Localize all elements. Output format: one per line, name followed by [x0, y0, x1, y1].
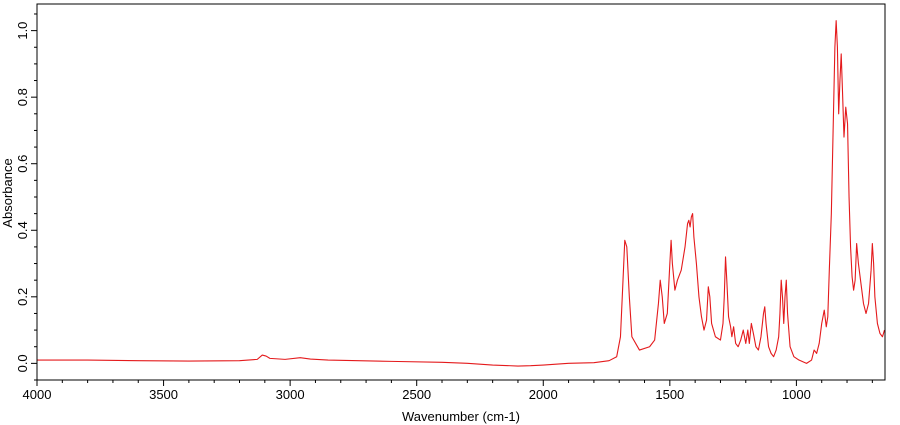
x-tick-label: 2500 — [402, 387, 431, 402]
x-axis-title: Wavenumber (cm-1) — [402, 409, 520, 424]
y-tick-label: 0.4 — [15, 221, 30, 239]
y-axis: 0.0 0.2 0.4 0.6 0.8 1.0 — [15, 13, 37, 381]
x-tick-label: 4000 — [23, 387, 52, 402]
x-tick-label: 3500 — [149, 387, 178, 402]
y-tick-label: 0.8 — [15, 88, 30, 106]
y-tick-label: 0.0 — [15, 354, 30, 372]
x-tick-label: 2000 — [529, 387, 558, 402]
y-tick-label: 1.0 — [15, 22, 30, 40]
y-tick-label: 0.6 — [15, 155, 30, 173]
y-tick-label: 0.2 — [15, 288, 30, 306]
x-tick-label: 3000 — [276, 387, 305, 402]
x-tick-label: 1500 — [655, 387, 684, 402]
x-tick-label: 1000 — [782, 387, 811, 402]
spectrum-series-line — [37, 20, 886, 367]
x-axis: 4000 3500 3000 2500 2000 1500 1000 — [23, 380, 873, 402]
y-axis-title: Absorbance — [0, 158, 15, 227]
plot-layer — [37, 20, 886, 367]
plot-frame — [36, 3, 886, 381]
